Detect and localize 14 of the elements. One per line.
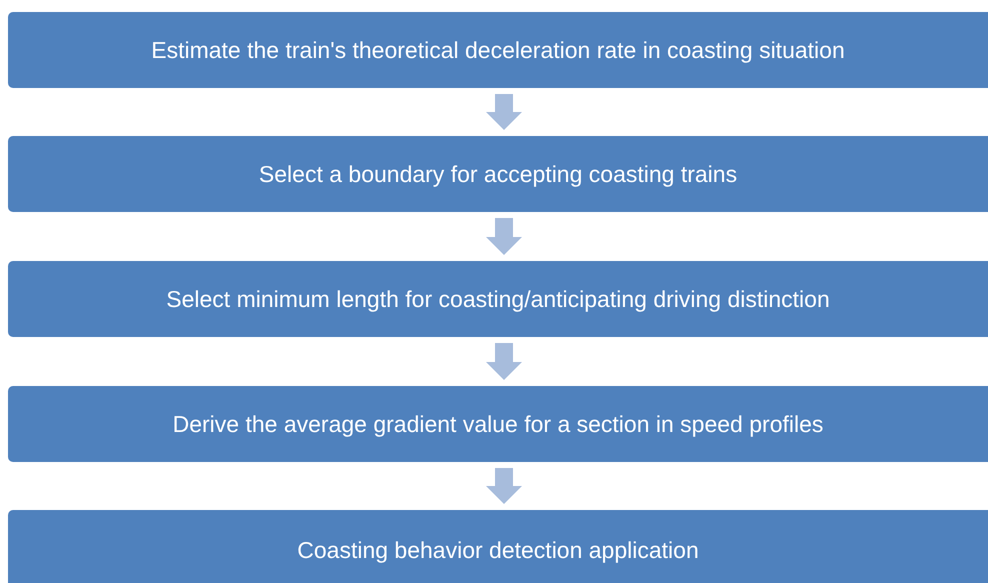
process-box [8,261,988,337]
step-text: Estimate the train's theoretical deceleration rate in coasting situation [151,36,845,64]
step-text: Select a boundary for accepting coasting trains [258,160,738,188]
down-arrow [486,94,522,130]
down-arrow [486,343,522,380]
step-text: Select minimum length for coasting/anticipating driving distinction [166,286,830,312]
process-box [8,136,988,212]
process-box [8,386,988,462]
step-text: Coasting behavior detection application [297,536,699,564]
process-box [8,12,988,88]
process-box [8,510,988,583]
down-arrow [486,218,522,255]
down-arrow [486,468,522,504]
step-text: Derive the average gradient value for a section in speed profiles [172,410,824,438]
